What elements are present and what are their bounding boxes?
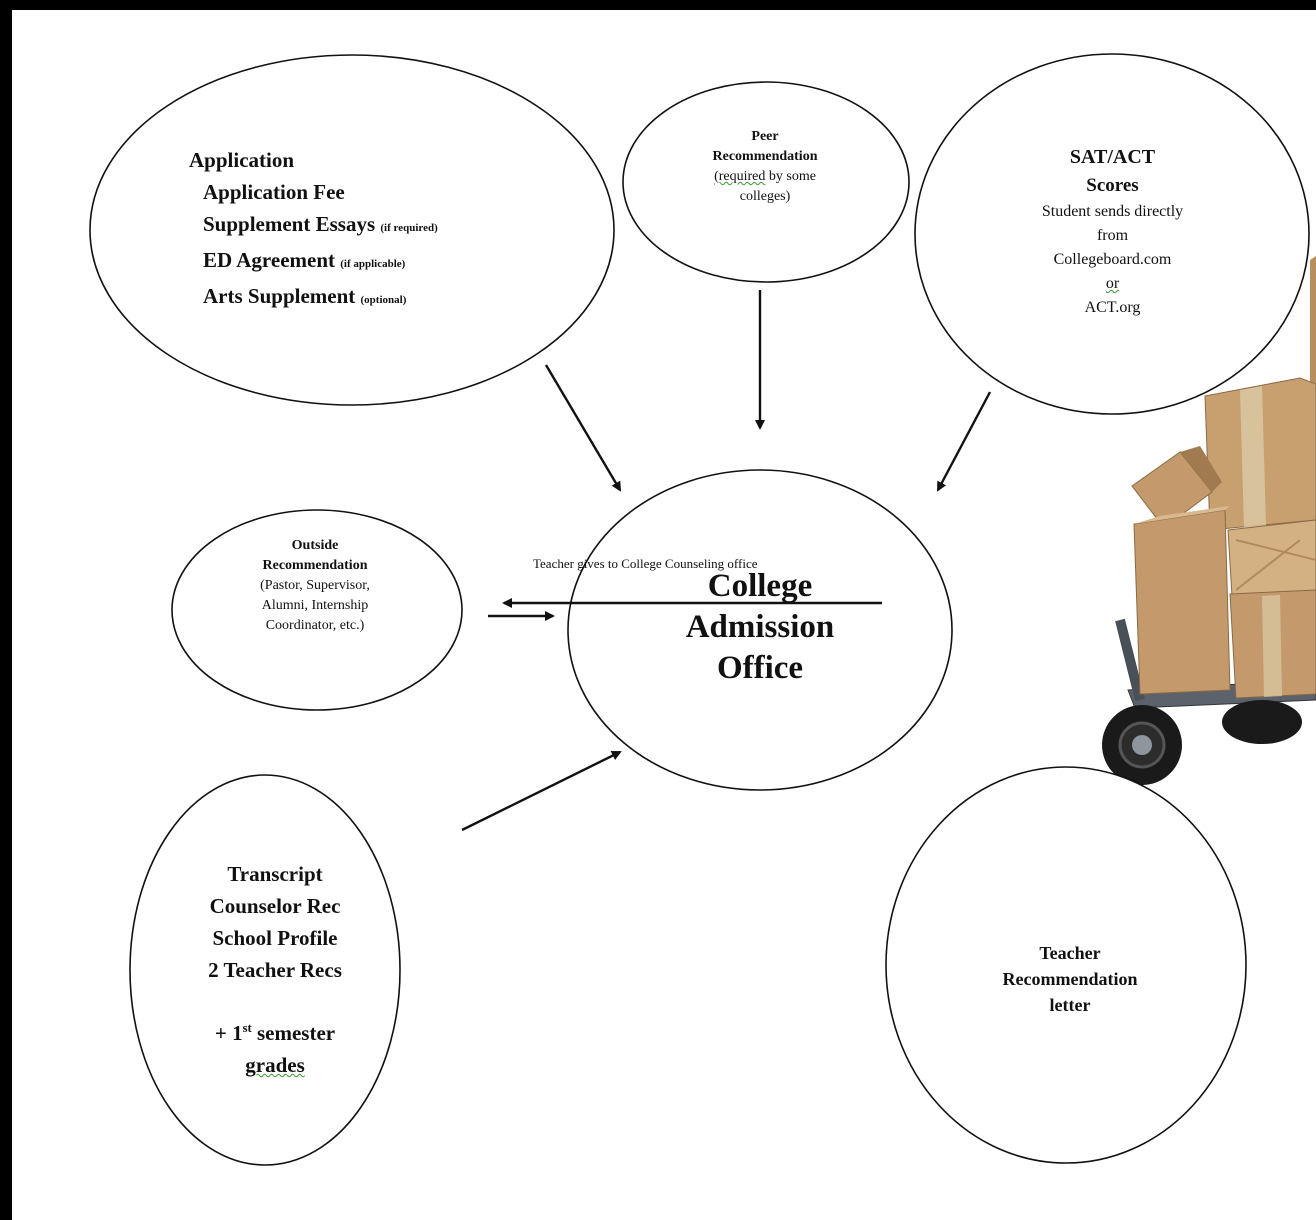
outside-line: Outside — [291, 538, 339, 553]
application-item: Supplement Essays (if required) — [203, 212, 438, 236]
application-item: Application Fee — [203, 180, 345, 204]
transcript-line: Transcript — [227, 862, 323, 886]
teacher-line: Recommendation — [1002, 969, 1138, 989]
scores-line: Scores — [1086, 175, 1139, 196]
arrow-transcript-to-office — [461, 750, 622, 832]
teacher-recommendation-node — [885, 766, 1247, 1164]
peer-line: (required by some — [714, 169, 816, 184]
scores-line: or — [1105, 275, 1120, 292]
scores-line: Collegeboard.com — [1053, 251, 1172, 268]
peer-label: Peer Recommendation (required by some co… — [670, 127, 860, 207]
college-admission-office-node — [567, 469, 953, 791]
peer-recommendation-node — [622, 81, 910, 283]
transcript-node — [129, 774, 401, 1166]
teacher-label: Teacher Recommendation letter — [975, 940, 1165, 1018]
peer-line: colleges) — [739, 189, 791, 204]
scores-line: from — [1096, 227, 1129, 244]
outside-line: Recommendation — [262, 558, 368, 573]
outside-line: Coordinator, etc.) — [265, 618, 365, 633]
transcript-line: School Profile — [212, 926, 338, 950]
arrow-scores-to-office — [936, 391, 992, 492]
application-title: Application — [189, 148, 295, 172]
transcript-line: + 1st semester — [214, 1021, 336, 1045]
transcript-line: grades — [245, 1053, 305, 1077]
application-node — [89, 54, 615, 406]
scores-line: ACT.org — [1084, 299, 1141, 316]
office-line: College — [707, 568, 813, 604]
outside-line: (Pastor, Supervisor, — [260, 578, 370, 593]
teacher-line: Teacher — [1039, 943, 1101, 963]
outside-recommendation-node — [171, 509, 463, 711]
application-label: Application Application Fee Supplement E… — [189, 144, 438, 316]
scores-label: SAT/ACT Scores Student sends directly fr… — [990, 142, 1235, 320]
scores-node — [914, 53, 1310, 415]
outside-label: Outside Recommendation (Pastor, Supervis… — [220, 536, 410, 636]
edge-label: Teacher gives to College Counseling offi… — [533, 556, 758, 571]
office-line: Office — [716, 650, 804, 686]
transcript-label: Transcript Counselor Rec School Profile … — [185, 858, 365, 1081]
scores-line: SAT/ACT — [1069, 146, 1156, 168]
arrow-application-to-office — [544, 364, 622, 492]
scores-line: Student sends directly — [1041, 203, 1184, 220]
teacher-line: letter — [1049, 995, 1091, 1015]
transcript-line: Counselor Rec — [209, 894, 341, 918]
peer-line: Peer — [751, 129, 779, 144]
transcript-line: 2 Teacher Recs — [208, 958, 342, 982]
outside-line: Alumni, Internship — [261, 598, 369, 613]
peer-line: Recommendation — [712, 149, 818, 164]
hand-truck-boxes-illustration — [1102, 256, 1316, 785]
application-item: ED Agreement (if applicable) — [203, 248, 406, 272]
office-line: Admission — [685, 609, 835, 645]
office-label: College Admission Office — [660, 566, 860, 689]
application-item: Arts Supplement (optional) — [203, 284, 407, 308]
